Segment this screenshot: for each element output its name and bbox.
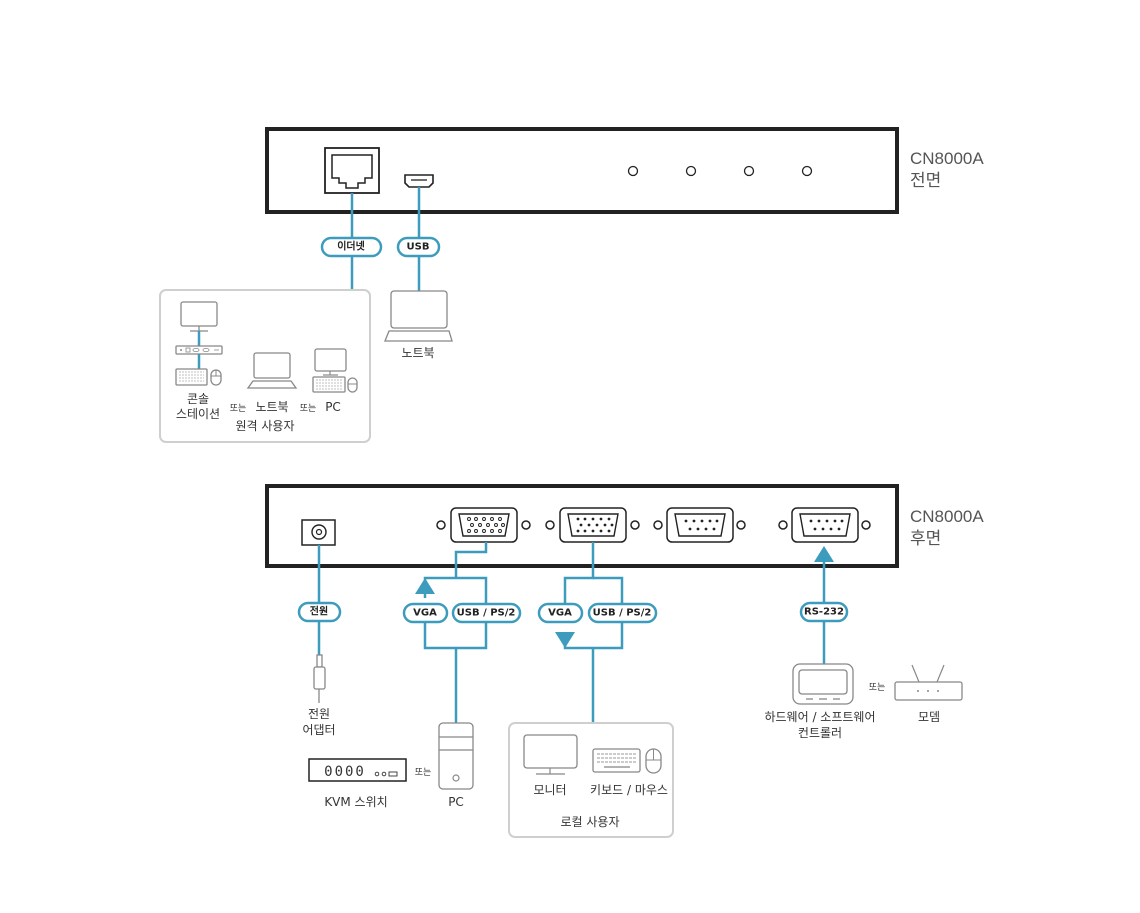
or-text: 또는 [300, 403, 317, 414]
led-indicator-icon [743, 165, 755, 177]
kvm-switch-label: KVM 스위치 [324, 795, 387, 809]
usb-laptop-label: 노트북 [401, 346, 434, 360]
front-device-name: CN8000A [910, 149, 984, 168]
led-indicator-icon [627, 165, 639, 177]
svg-text:VGA: VGA [413, 608, 437, 619]
power-jack-icon [301, 519, 336, 546]
svg-text:전원: 전원 [310, 605, 328, 618]
svg-text:USB: USB [407, 242, 430, 253]
usb-port-icon [404, 174, 434, 188]
power-adapter-label-2: 어댑터 [302, 723, 335, 737]
or-text: 또는 [415, 767, 432, 778]
power-adapter-icon [313, 654, 326, 703]
remote-users-group-label: 원격 사용자 [235, 419, 294, 433]
ethernet-cable-label: 이더넷 [320, 236, 383, 258]
pc-label: PC [448, 795, 464, 809]
keyboard-mouse-label: 키보드 / 마우스 [590, 783, 668, 797]
led-indicator-icon [801, 165, 813, 177]
svg-text:USB / PS/2: USB / PS/2 [593, 608, 652, 619]
controller-label-2: 컨트롤러 [798, 726, 842, 740]
pc-monitor-icon [312, 348, 358, 393]
remote-users-group: 콘솔 스테이션 또는 노트북 또는 PC 원격 사용자 [159, 289, 371, 443]
usb-laptop: 노트북 [384, 290, 453, 360]
svg-text:이더넷: 이더넷 [337, 240, 365, 253]
power-adapter-label-1: 전원 [308, 707, 330, 721]
svg-text:RS-232: RS-232 [804, 607, 844, 618]
console-vga-label: VGA [537, 602, 584, 624]
rear-panel: CN8000A 후면 [265, 484, 984, 568]
monitor-label: 모니터 [533, 783, 566, 797]
remote-pc-label: PC [325, 400, 341, 414]
led-indicator-icon [685, 165, 697, 177]
svg-text:0000: 0000 [324, 764, 366, 780]
keyboard-mouse-icon [592, 748, 662, 774]
local-users-group: 모니터 키보드 / 마우스 로컬 사용자 [508, 722, 674, 838]
console-port-icon [545, 507, 640, 543]
monitor-icon [523, 734, 578, 775]
rs232-port-icon [778, 507, 871, 543]
power-cable-label: 전원 [297, 601, 342, 623]
svg-text:VGA: VGA [548, 608, 572, 619]
rear-side-label: 후면 [910, 529, 941, 548]
laptop-icon [384, 290, 453, 342]
console-port-cable [555, 542, 624, 723]
console-station-icon [175, 301, 223, 386]
or-text: 또는 [869, 682, 886, 693]
kvm-port-cable [415, 542, 488, 723]
controller-icon [792, 663, 854, 705]
laptop-icon [246, 352, 298, 389]
local-users-group-label: 로컬 사용자 [560, 815, 619, 829]
modem-icon [894, 664, 963, 701]
db9-port-icon [653, 507, 746, 543]
front-panel: CN8000A 전면 [265, 127, 984, 214]
rs232-cable-label: RS-232 [799, 601, 849, 623]
kvm-vga-label: VGA [402, 602, 449, 624]
rear-device-name: CN8000A [910, 507, 984, 526]
ethernet-port-icon [324, 147, 380, 194]
kvm-switch-icon: 0000 [308, 758, 407, 782]
console-station-label-2: 스테이션 [176, 407, 220, 421]
kvm-port-icon [436, 507, 531, 543]
pc-tower-icon [438, 722, 474, 790]
console-usb-ps2-label: USB / PS/2 [587, 602, 658, 624]
console-station-label-1: 콘솔 [187, 392, 209, 406]
usb-cable-label: USB [396, 236, 441, 258]
controller-label-1: 하드웨어 / 소프트웨어 [764, 710, 875, 724]
svg-text:USB / PS/2: USB / PS/2 [457, 608, 516, 619]
kvm-usb-ps2-label: USB / PS/2 [451, 602, 522, 624]
front-side-label: 전면 [910, 171, 941, 190]
modem-label: 모뎀 [918, 710, 940, 724]
or-text: 또는 [230, 403, 247, 414]
remote-laptop-label: 노트북 [255, 400, 288, 414]
